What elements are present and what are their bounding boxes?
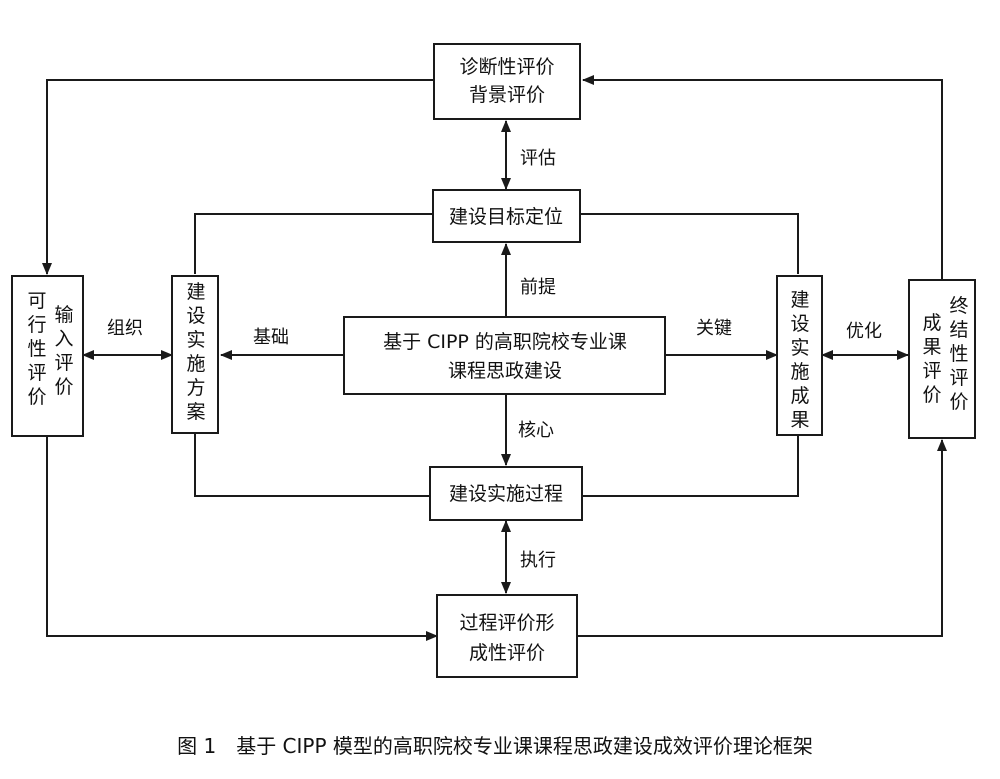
goal-label: 建设目标定位 xyxy=(449,206,563,228)
feasibility-label: 可行性评价 xyxy=(27,290,46,408)
diagnostic-label-line1: 诊断性评价 xyxy=(459,56,554,78)
implementation-plan-node: 建设实施方案 xyxy=(171,275,219,434)
goal-to-results-line xyxy=(580,213,799,274)
implementation-results-node: 建设实施成果 xyxy=(776,275,823,436)
goal-positioning-node: 建设目标定位 xyxy=(432,189,581,243)
process-to-plan-line xyxy=(194,434,430,497)
central-node: 基于 CIPP 的高职院校专业课 课程思政建设 xyxy=(343,316,666,395)
goal-to-plan-line xyxy=(194,213,433,274)
process-eval-label-line1: 过程评价形 xyxy=(459,612,554,634)
edge-label-assess: 评估 xyxy=(520,148,556,169)
diagnostic-label-line2: 背景评价 xyxy=(469,84,545,106)
edge-label-foundation: 基础 xyxy=(253,327,289,348)
edge-label-core: 核心 xyxy=(518,420,554,441)
edge-label-key: 关键 xyxy=(696,318,732,339)
input-eval-label: 输入评价 xyxy=(54,304,73,398)
figure-caption: 图 1 基于 CIPP 模型的高职院校专业课课程思政建设成效评价理论框架 xyxy=(177,734,813,758)
input-evaluation-node: 可行性评价 输入评价 xyxy=(11,275,84,437)
diagnostic-to-feasibility-arrow xyxy=(42,79,434,275)
summative-evaluation-node: 成果评价 终结性评价 xyxy=(908,279,976,439)
edge-label-premise: 前提 xyxy=(520,277,556,298)
central-label-line2: 课程思政建设 xyxy=(448,360,562,382)
results-eval-label: 成果评价 xyxy=(922,312,941,406)
summative-to-diagnostic-arrow xyxy=(582,75,943,280)
edge-label-organize: 组织 xyxy=(107,318,143,339)
diagnostic-evaluation-node: 诊断性评价 背景评价 xyxy=(433,43,581,120)
plan-label: 建设实施方案 xyxy=(186,281,205,423)
implementation-process-node: 建设实施过程 xyxy=(429,466,583,521)
process-to-results-line xyxy=(582,436,799,497)
feasibility-to-process-eval-arrow xyxy=(46,437,438,641)
connectors xyxy=(42,75,947,641)
process-label: 建设实施过程 xyxy=(449,483,563,505)
edge-label-optimize: 优化 xyxy=(846,321,882,342)
results-label: 建设实施成果 xyxy=(790,289,809,431)
process-eval-to-summative-arrow xyxy=(577,439,947,637)
central-label-line1: 基于 CIPP 的高职院校专业课 xyxy=(383,331,627,353)
edge-label-execute: 执行 xyxy=(520,550,556,571)
process-evaluation-node: 过程评价形 成性评价 xyxy=(436,594,578,678)
process-eval-label-line2: 成性评价 xyxy=(469,642,545,664)
summative-eval-label: 终结性评价 xyxy=(949,295,968,413)
